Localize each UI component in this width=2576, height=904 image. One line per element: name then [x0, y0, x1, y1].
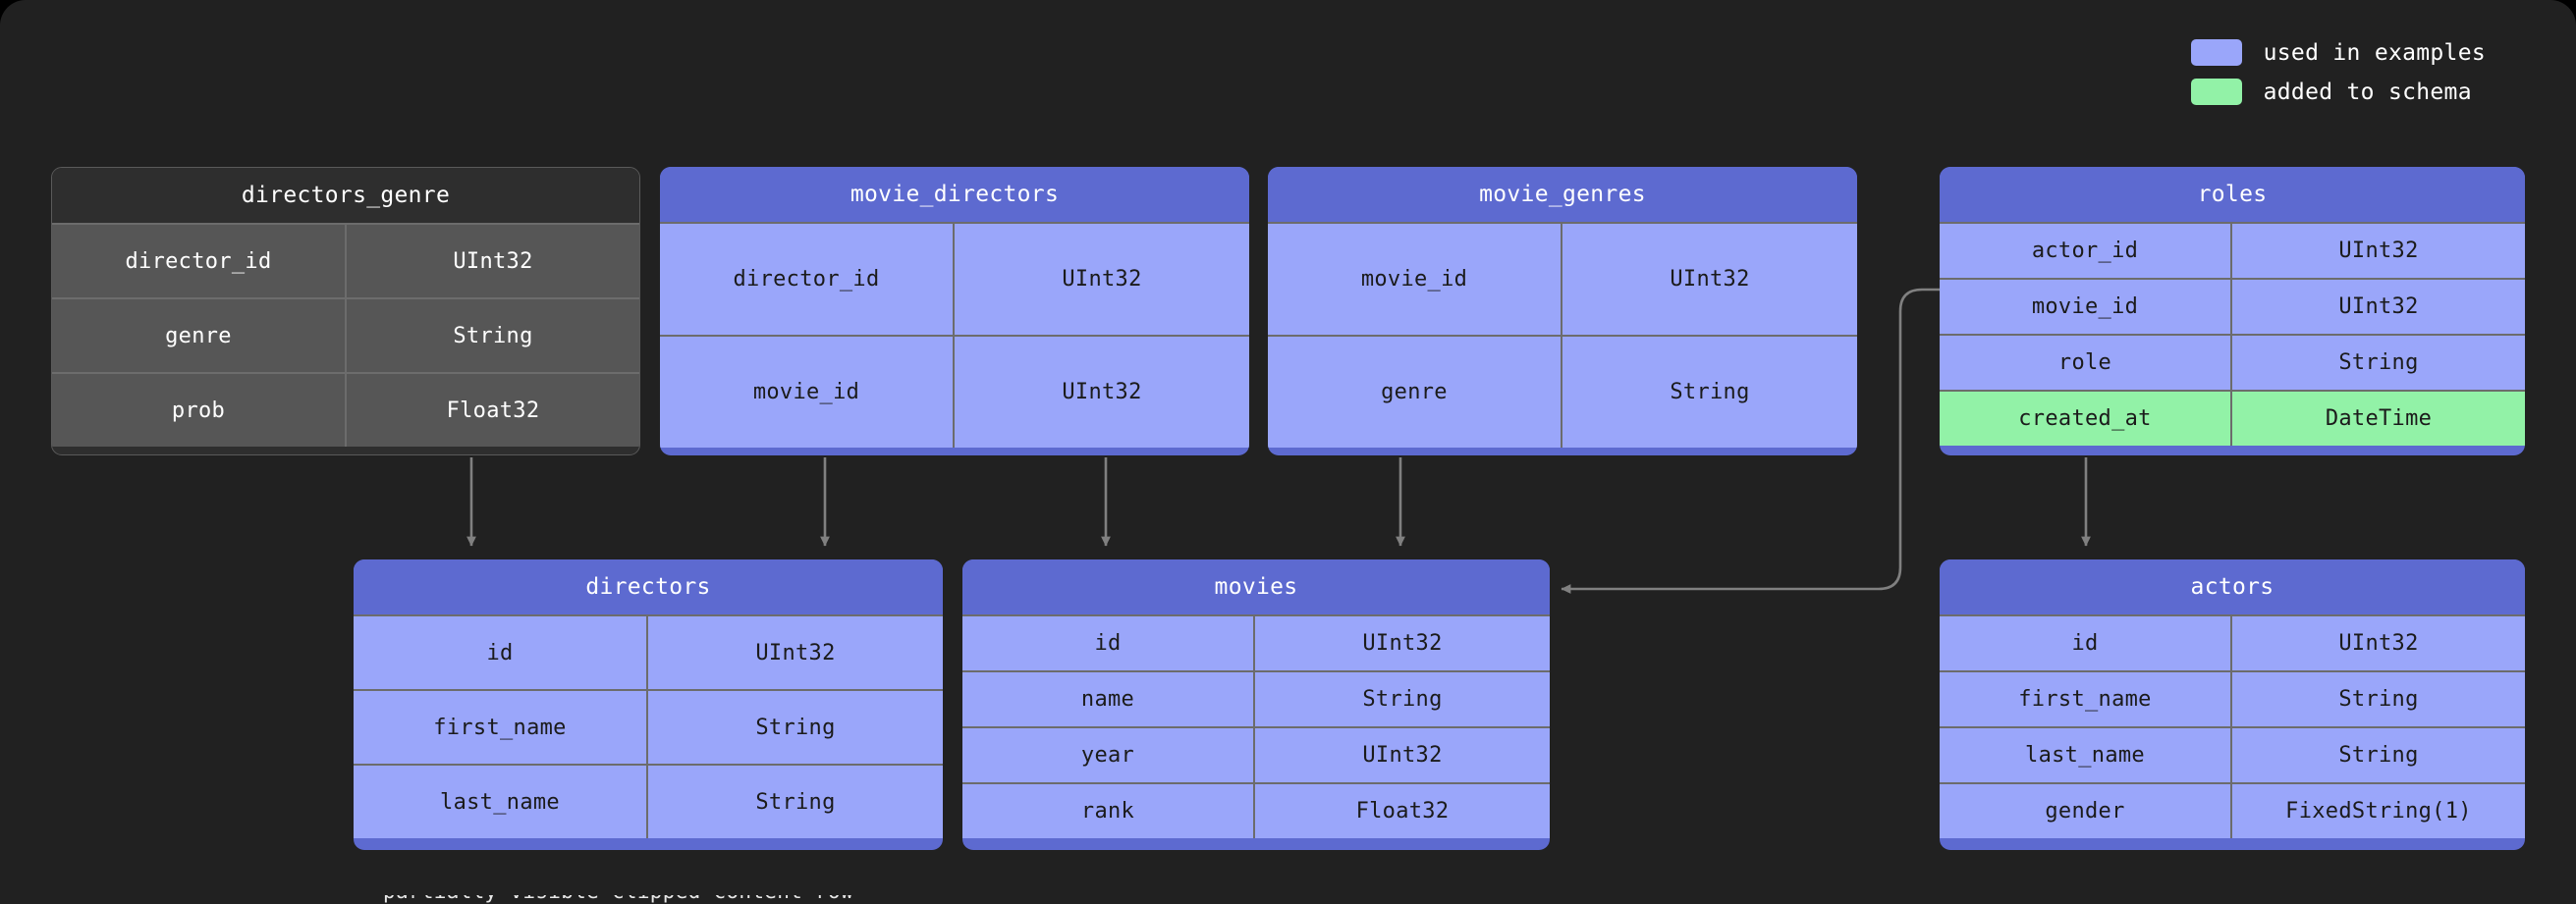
- column-name: genre: [1268, 337, 1562, 448]
- column-name: id: [1940, 616, 2232, 670]
- column-type: String: [2232, 672, 2525, 726]
- column-type: Float32: [347, 374, 639, 447]
- column-type: UInt32: [2232, 616, 2525, 670]
- table-title-actors: actors: [1940, 559, 2525, 614]
- column-type: DateTime: [2232, 392, 2525, 446]
- column-type: UInt32: [2232, 224, 2525, 278]
- column-name: director_id: [660, 224, 955, 335]
- column-name: last_name: [1940, 728, 2232, 782]
- column-type: UInt32: [1255, 728, 1550, 782]
- column-name: actor_id: [1940, 224, 2232, 278]
- legend-item-used-in-examples: used in examples: [2190, 39, 2486, 66]
- column-type: UInt32: [955, 224, 1249, 335]
- table-title-movie_directors: movie_directors: [660, 167, 1249, 222]
- table-title-directors_genre: directors_genre: [52, 168, 639, 223]
- column-name: first_name: [1940, 672, 2232, 726]
- column-type: UInt32: [648, 616, 943, 689]
- column-name: gender: [1940, 784, 2232, 838]
- column-name: prob: [52, 374, 347, 447]
- column-type: String: [1562, 337, 1857, 448]
- column-type: UInt32: [1255, 616, 1550, 670]
- column-type: FixedString(1): [2232, 784, 2525, 838]
- clipped-bottom-text: partially visible clipped content row: [383, 895, 853, 903]
- column-type: String: [648, 691, 943, 764]
- column-name: rank: [962, 784, 1255, 838]
- table-title-movie_genres: movie_genres: [1268, 167, 1857, 222]
- column-name: created_at: [1940, 392, 2232, 446]
- column-type: UInt32: [347, 225, 639, 297]
- column-name: last_name: [354, 766, 648, 838]
- legend: used in examples added to schema: [2190, 39, 2486, 105]
- column-type: String: [648, 766, 943, 838]
- legend-item-added-to-schema: added to schema: [2190, 79, 2486, 105]
- column-name: movie_id: [1940, 280, 2232, 334]
- column-name: first_name: [354, 691, 648, 764]
- column-type: String: [347, 299, 639, 372]
- column-name: role: [1940, 336, 2232, 390]
- legend-label-used-in-examples: used in examples: [2263, 39, 2486, 66]
- column-type: UInt32: [2232, 280, 2525, 334]
- column-name: director_id: [52, 225, 347, 297]
- column-type: String: [1255, 672, 1550, 726]
- column-name: year: [962, 728, 1255, 782]
- green-swatch-icon: [2190, 79, 2242, 105]
- blue-swatch-icon: [2190, 39, 2242, 66]
- table-title-directors: directors: [354, 559, 943, 614]
- column-type: String: [2232, 336, 2525, 390]
- column-type: Float32: [1255, 784, 1550, 838]
- column-type: String: [2232, 728, 2525, 782]
- column-name: movie_id: [1268, 224, 1562, 335]
- column-name: genre: [52, 299, 347, 372]
- column-type: UInt32: [955, 337, 1249, 448]
- clipped-bottom-row: partially visible clipped content row: [0, 895, 2576, 904]
- table-title-movies: movies: [962, 559, 1550, 614]
- table-title-roles: roles: [1940, 167, 2525, 222]
- column-type: UInt32: [1562, 224, 1857, 335]
- column-name: id: [962, 616, 1255, 670]
- column-name: id: [354, 616, 648, 689]
- column-name: movie_id: [660, 337, 955, 448]
- legend-label-added-to-schema: added to schema: [2263, 79, 2472, 105]
- column-name: name: [962, 672, 1255, 726]
